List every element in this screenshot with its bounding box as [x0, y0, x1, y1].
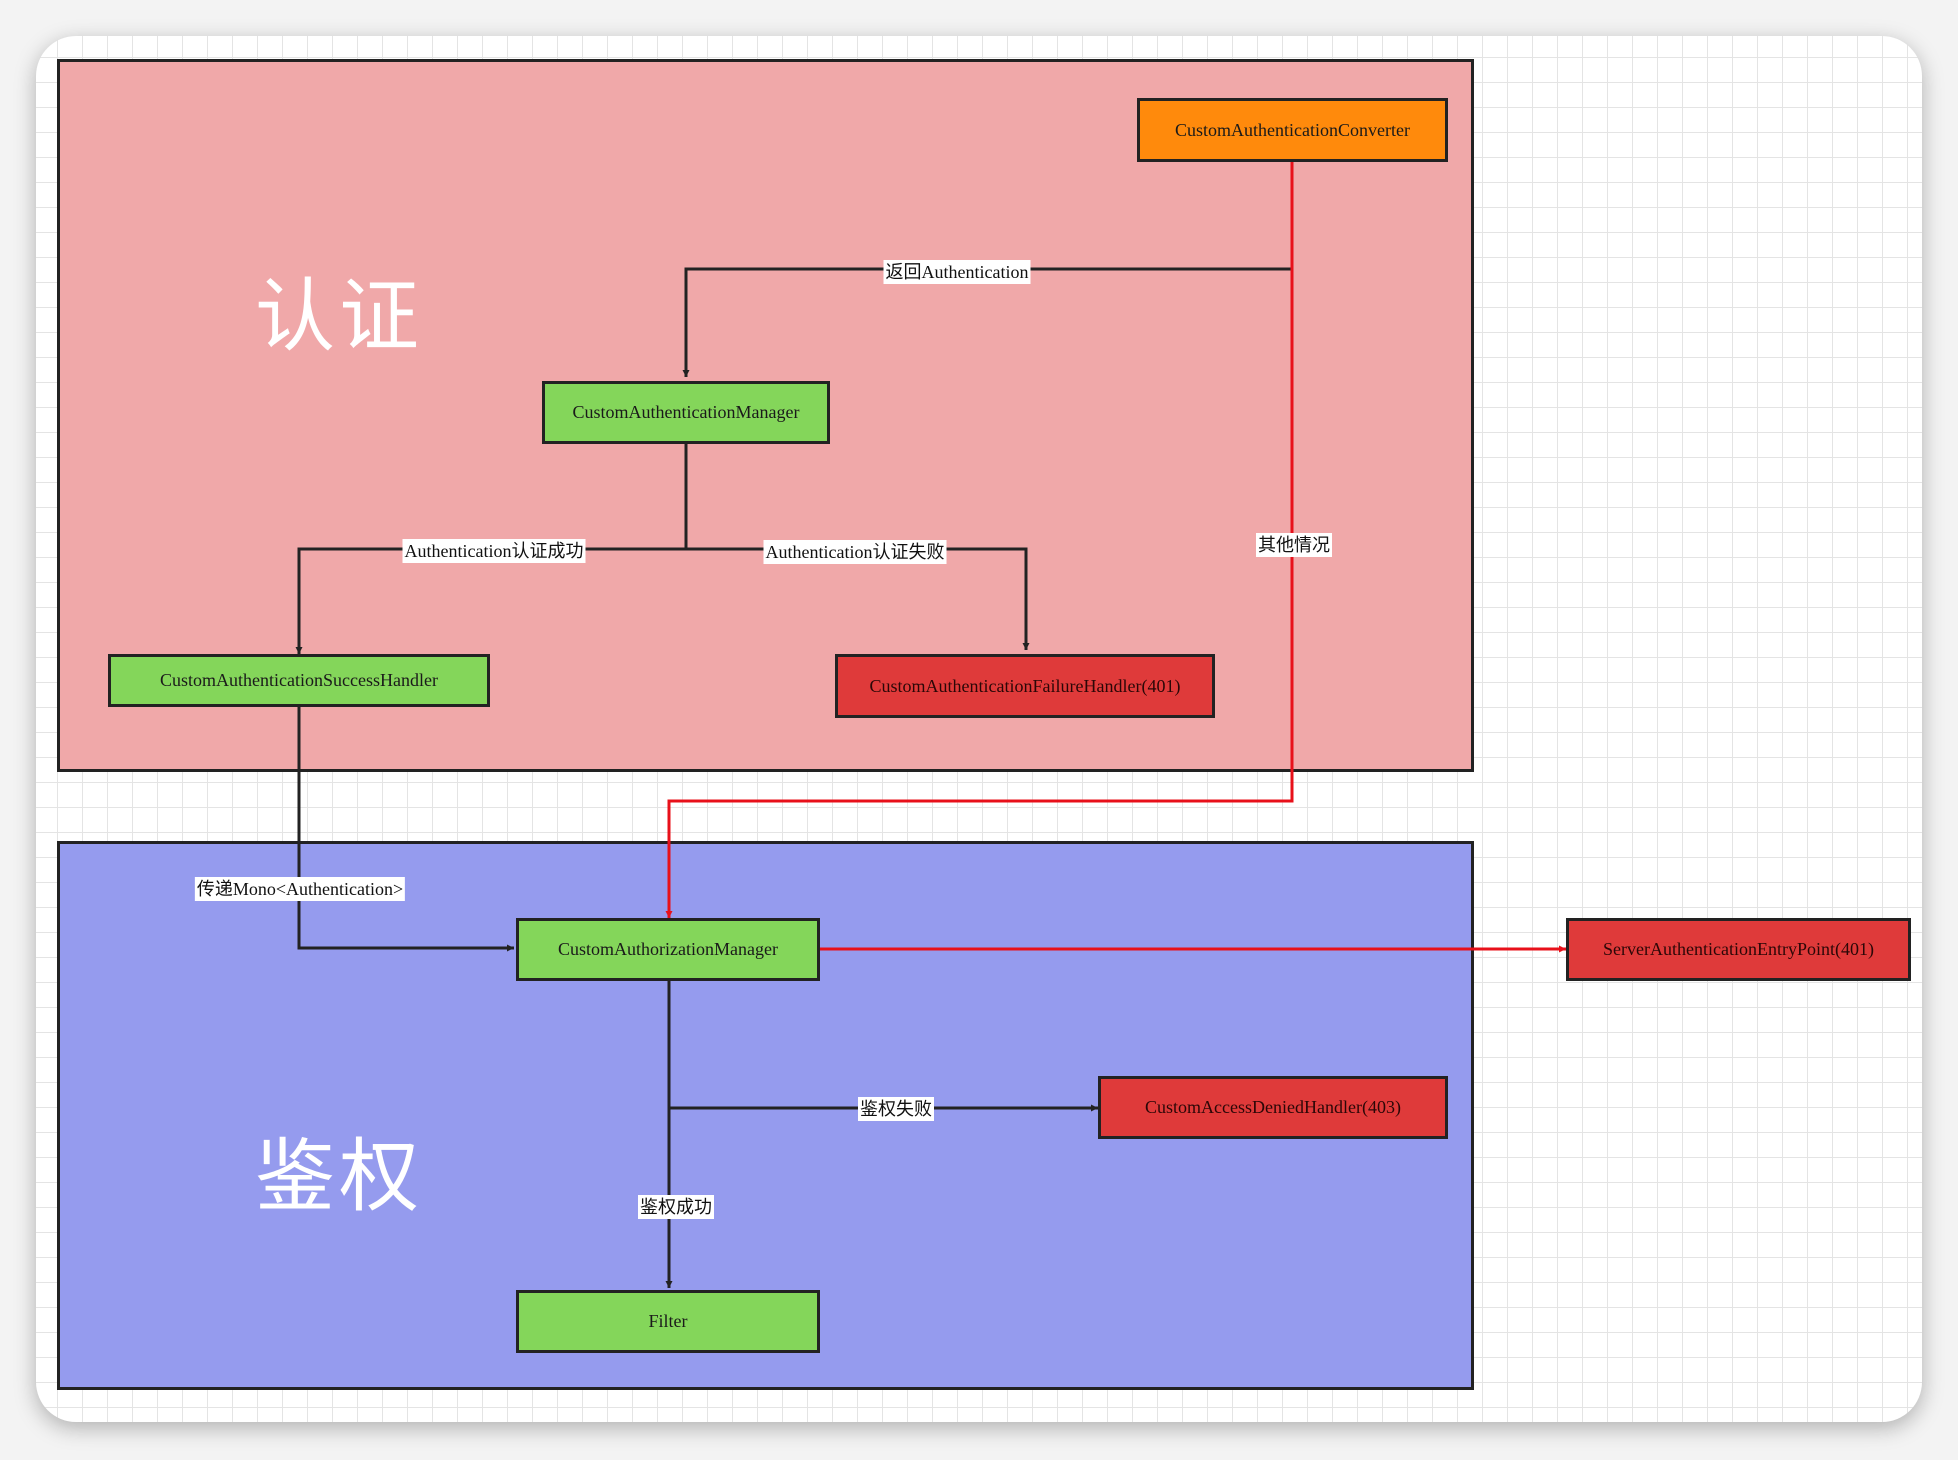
edge-return-authentication [682, 267, 1292, 377]
failure-handler-node[interactable]: CustomAuthenticationFailureHandler(401) [835, 654, 1215, 718]
access-denied-handler-node[interactable]: CustomAccessDeniedHandler(403) [1098, 1076, 1448, 1139]
edge-label-authz-success: 鉴权成功 [638, 1195, 714, 1219]
success-handler-node[interactable]: CustomAuthenticationSuccessHandler [108, 654, 490, 707]
authorization-manager-node[interactable]: CustomAuthorizationManager [516, 918, 820, 981]
entry-point-node[interactable]: ServerAuthenticationEntryPoint(401) [1566, 918, 1911, 981]
edge-other-cases [665, 162, 1294, 918]
edge-label-authz-fail: 鉴权失败 [858, 1097, 934, 1121]
authorization-region-title: 鉴权 [255, 1130, 423, 1223]
edge-auth-fail [686, 547, 1030, 650]
edge-authz-fail [667, 981, 1098, 1112]
edge-label-auth-fail: Authentication认证失败 [763, 540, 947, 564]
authentication-region-title: 认证 [255, 270, 423, 363]
edge-label-return-authentication: 返回Authentication [883, 260, 1031, 284]
edge-label-pass-mono: 传递Mono<Authentication> [194, 877, 406, 901]
authentication-manager-node[interactable]: CustomAuthenticationManager [542, 381, 830, 444]
converter-node[interactable]: CustomAuthenticationConverter [1137, 98, 1448, 162]
filter-node[interactable]: Filter [516, 1290, 820, 1353]
edge-label-auth-success: Authentication认证成功 [402, 539, 586, 563]
edge-label-other-cases: 其他情况 [1256, 533, 1332, 557]
edge-pass-mono [297, 707, 514, 952]
